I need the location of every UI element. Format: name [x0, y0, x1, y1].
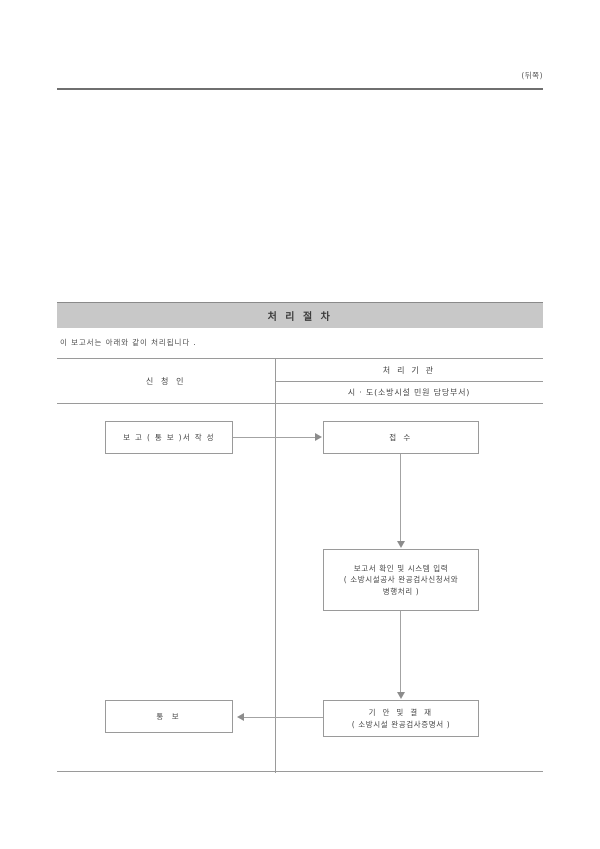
- column-header-agency: 처 리 기 관: [382, 365, 436, 375]
- flow-box-draft-line2: ( 소방시설 완공검사증명서 ): [351, 719, 451, 729]
- connector-report-write-to-receive: [233, 437, 315, 438]
- flow-box-report-write-label: 보 고 ( 통 보 )서 작 성: [123, 432, 215, 442]
- column-header-applicant: 신 청 인: [145, 376, 187, 386]
- intro-text: 이 보고서는 아래와 같이 처리됩니다 .: [60, 338, 197, 347]
- flow-box-verify-line3: 병행처리 ): [382, 586, 420, 596]
- agency-subheader-divider: [275, 381, 543, 382]
- arrow-right-icon-to-receive: [315, 433, 322, 441]
- arrow-down-icon-to-verify: [397, 541, 405, 548]
- section-title-band: 처 리 절 차: [57, 302, 543, 328]
- flow-box-draft-line1: 기 안 및 결 재: [368, 707, 434, 717]
- connector-receive-to-verify: [400, 454, 401, 542]
- section-title-text: 처 리 절 차: [267, 312, 333, 323]
- flow-box-receive-label: 접 수: [389, 432, 413, 442]
- flow-box-draft-and-approval: 기 안 및 결 재 ( 소방시설 완공검사증명서 ): [323, 700, 479, 737]
- procedure-table: 신 청 인 처 리 기 관 시 · 도(소방시설 민원 담당부서) 보 고 ( …: [57, 358, 543, 773]
- flow-box-notify: 통 보: [105, 700, 233, 733]
- flow-box-report-write: 보 고 ( 통 보 )서 작 성: [105, 421, 233, 454]
- flow-box-verify-line2: ( 소방시설공사 완공검사신청서와: [343, 575, 459, 585]
- arrow-left-icon-to-notify: [237, 713, 244, 721]
- header-row-divider: [57, 403, 543, 404]
- flow-box-receive: 접 수: [323, 421, 479, 454]
- connector-verify-to-draft: [400, 611, 401, 693]
- arrow-down-icon-to-draft: [397, 692, 405, 699]
- flow-box-verify-and-system-input: 보고서 확인 및 시스템 입력 ( 소방시설공사 완공검사신청서와 병행처리 ): [323, 549, 479, 611]
- flow-box-notify-label: 통 보: [156, 711, 182, 721]
- flow-box-verify-line1: 보고서 확인 및 시스템 입력: [353, 563, 449, 573]
- header-rule: [57, 88, 543, 90]
- page-side-marker: (뒤쪽): [521, 71, 543, 80]
- column-divider: [275, 359, 276, 773]
- connector-draft-to-notify: [244, 717, 323, 718]
- column-header-agency-department: 시 · 도(소방시설 민원 담당부서): [347, 387, 471, 397]
